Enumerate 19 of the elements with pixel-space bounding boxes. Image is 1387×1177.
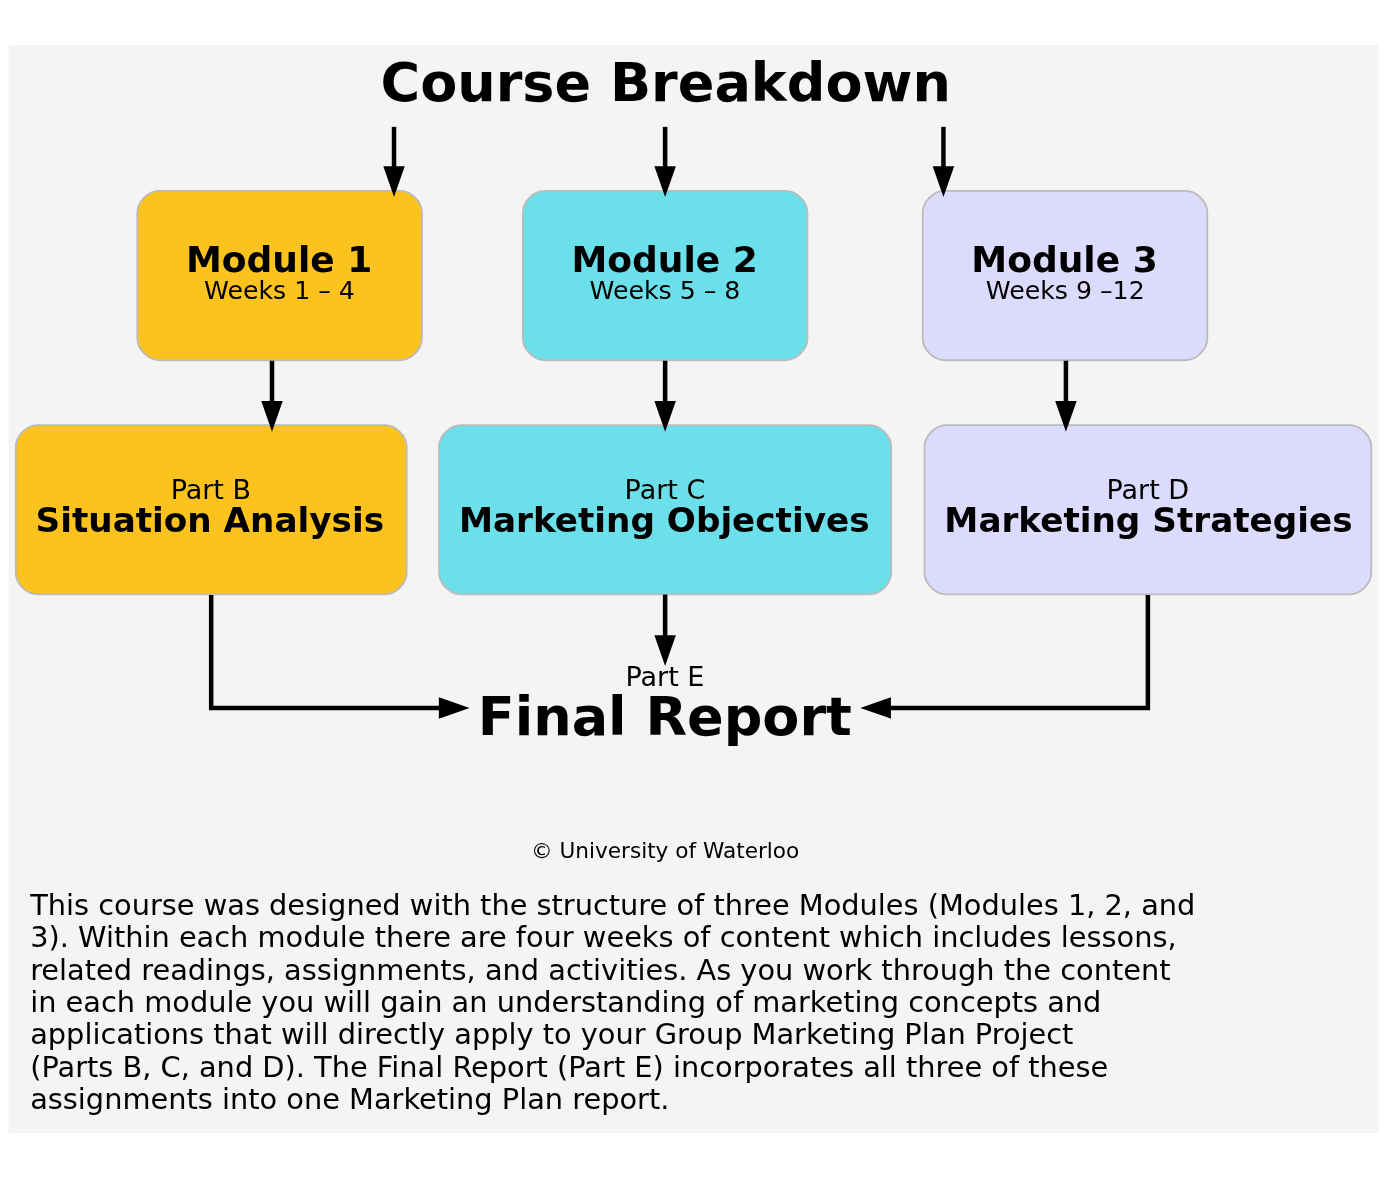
arrow xyxy=(860,594,1151,719)
arrow xyxy=(208,594,470,719)
node-text: Part E Final Report xyxy=(477,660,852,748)
node-box: Part C Marketing Objectives xyxy=(438,423,893,595)
arrow xyxy=(932,126,955,197)
node-box: Part B Situation Analysis xyxy=(14,423,408,595)
node-box: Module 2 Weeks 5 – 8 xyxy=(521,189,809,361)
caption: This course was designed with the structure of three Modules (Modules 1, 2, and 3). Within each module there are four weeks of content which includes lessons, related readings, assignments, and activities. As you work through the content in each module you will gain an understanding of marketing concepts and applications that will directly apply to your Group Marketing Plan Project (Parts B, C, and D). The Final Report (Part E) incorporates all three of these assignments into one Marketing Plan report. xyxy=(30,887,1196,1116)
arrow xyxy=(383,126,405,197)
arrow xyxy=(654,594,676,666)
arrow xyxy=(261,360,283,432)
label: © University of Waterloo xyxy=(530,837,800,863)
node-box: Part D Marketing Strategies xyxy=(923,423,1373,595)
node-text: Course Breakdown xyxy=(380,50,951,114)
node-box: Module 3 Weeks 9 –12 xyxy=(921,189,1209,361)
node-box: Module 1 Weeks 1 – 4 xyxy=(136,189,423,361)
arrow xyxy=(654,360,676,432)
arrow xyxy=(1055,360,1077,432)
arrow xyxy=(654,126,676,197)
